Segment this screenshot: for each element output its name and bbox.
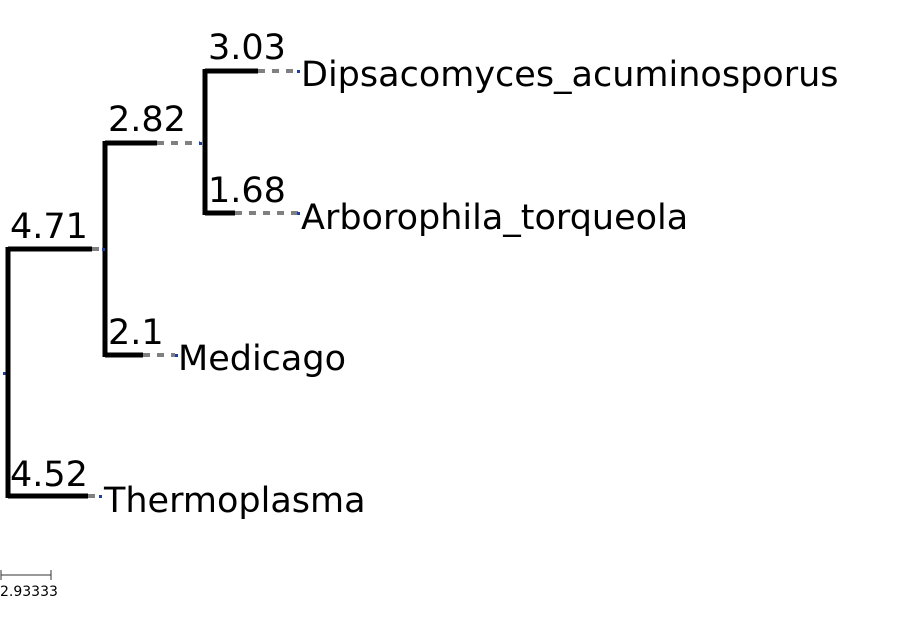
- branch-length-label: 2.82: [108, 100, 186, 140]
- branch-length-label: 1.68: [208, 171, 286, 211]
- scale-bar-label: 2.93333: [0, 584, 58, 600]
- root-clade: [5, 246, 103, 499]
- taxon-label: Arborophila_torqueola: [301, 198, 688, 238]
- clade-a: [102, 140, 200, 358]
- branch-length-label: 2.1: [108, 313, 164, 353]
- taxon-label: Dipsacomyces_acuminosporus: [301, 55, 839, 95]
- scale-bar: 2.93333: [0, 570, 58, 600]
- root-node-dot: [3, 372, 6, 375]
- branch-length-label: 4.52: [10, 455, 88, 495]
- branch-length-label: 3.03: [208, 28, 286, 68]
- clade-b: [199, 68, 300, 216]
- branch-length-label: 4.71: [10, 207, 88, 247]
- taxon-label: Medicago: [178, 339, 346, 379]
- taxon-label: Thermoplasma: [103, 481, 366, 521]
